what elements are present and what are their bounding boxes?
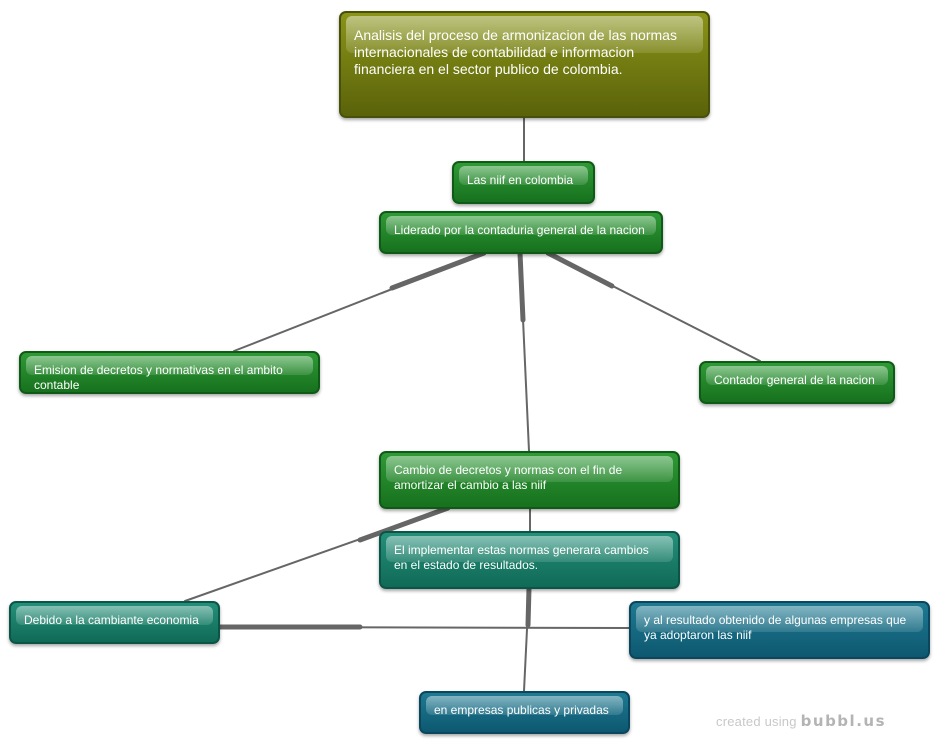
node-contador-general[interactable]: Contador general de la nacion: [699, 361, 895, 404]
node-niif-colombia-text: Las niif en colombia: [467, 173, 574, 187]
node-empresas-publicas-privadas[interactable]: en empresas publicas y privadas: [419, 691, 630, 734]
link-liderado-cambio-thick: [517, 250, 526, 323]
node-liderado[interactable]: Liderado por la contaduria general de la…: [379, 211, 663, 254]
node-emision-decretos-text: Emision de decretos y normativas en el a…: [34, 363, 283, 392]
node-implementar-normas-text: El implementar estas normas generara cam…: [394, 543, 649, 572]
bubblus-logo: bubbl.us: [800, 712, 886, 730]
node-liderado-text: Liderado por la contaduria general de la…: [394, 223, 645, 237]
link-implementar-empresas-thick: [525, 585, 532, 628]
node-cambiante-economia-text: Debido a la cambiante economia: [24, 613, 199, 627]
node-resultado-empresas[interactable]: y al resultado obtenido de algunas empre…: [629, 601, 930, 659]
node-niif-colombia[interactable]: Las niif en colombia: [452, 161, 595, 204]
node-emision-decretos[interactable]: Emision de decretos y normativas en el a…: [19, 351, 320, 394]
link-cambio-debido-thick: [357, 505, 451, 543]
node-root-topic-text: Analisis del proceso de armonizacion de …: [354, 27, 677, 77]
credit-text: created using: [716, 714, 797, 729]
node-cambio-decretos-text: Cambio de decretos y normas con el fin d…: [394, 463, 623, 492]
node-implementar-normas[interactable]: El implementar estas normas generara cam…: [379, 531, 680, 589]
node-cambio-decretos[interactable]: Cambio de decretos y normas con el fin d…: [379, 451, 680, 509]
link-liderado-emision-thick: [389, 250, 487, 291]
node-empresas-publicas-privadas-text: en empresas publicas y privadas: [434, 703, 609, 717]
node-cambiante-economia[interactable]: Debido a la cambiante economia: [9, 601, 220, 644]
node-contador-general-text: Contador general de la nacion: [714, 373, 875, 387]
node-resultado-empresas-text: y al resultado obtenido de algunas empre…: [644, 613, 907, 642]
link-liderado-contador-thick: [545, 250, 615, 289]
node-root-topic[interactable]: Analisis del proceso de armonizacion de …: [339, 11, 710, 118]
